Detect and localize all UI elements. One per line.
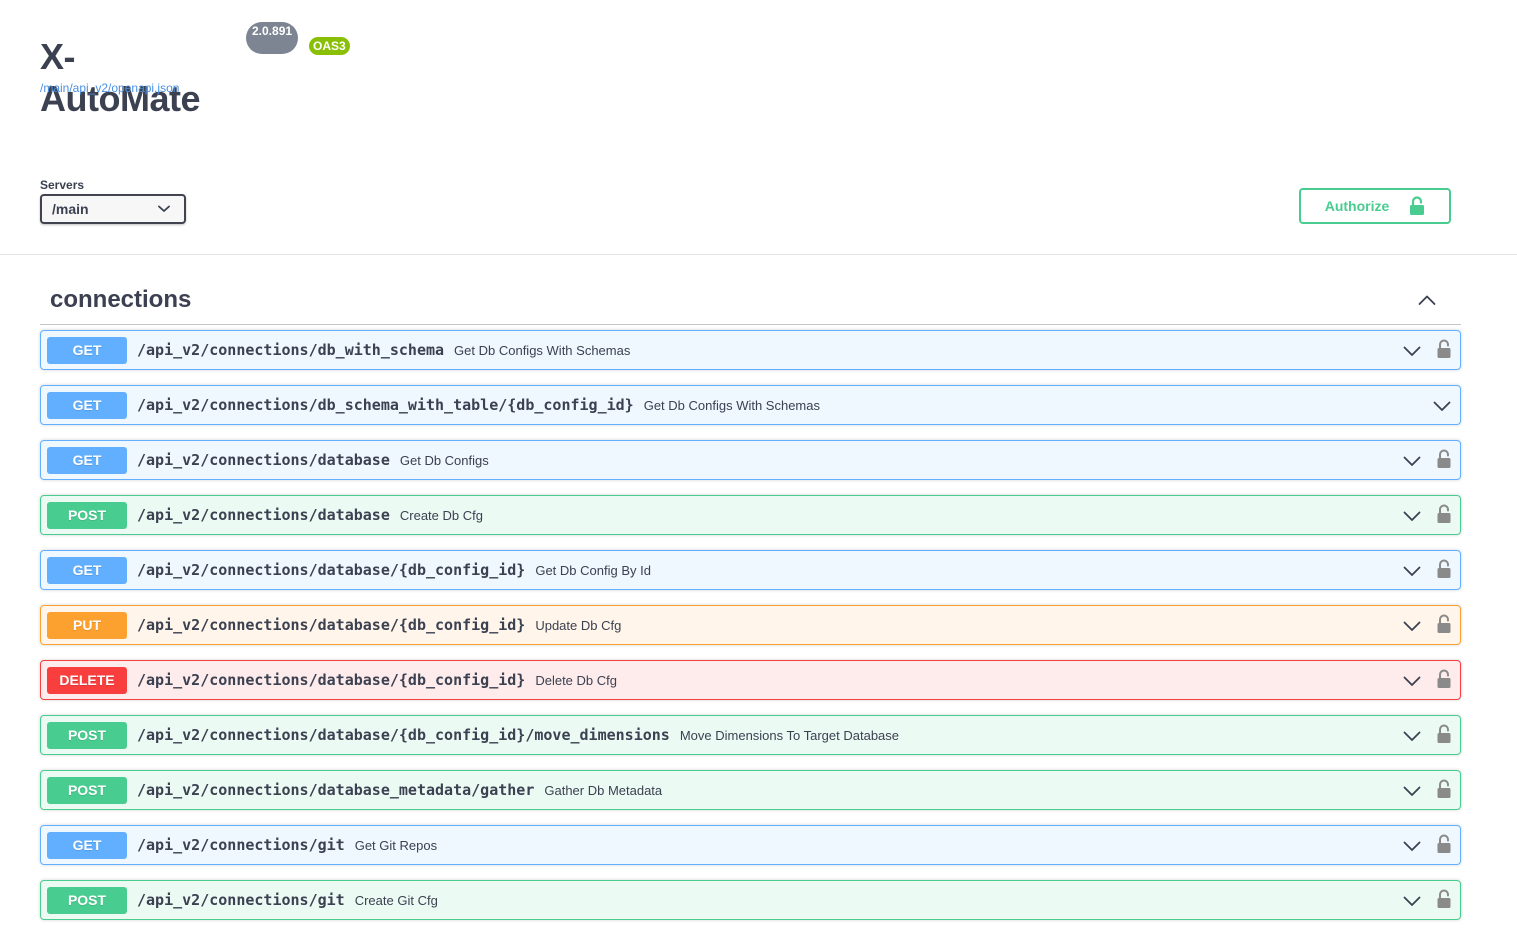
unlock-icon: [1410, 196, 1425, 215]
header-divider: [0, 254, 1517, 255]
chevron-down-icon[interactable]: [1402, 671, 1422, 691]
unlock-icon[interactable]: [1436, 449, 1452, 469]
tag-header-connections[interactable]: connections: [40, 275, 1461, 325]
chevron-down-icon[interactable]: [1402, 341, 1422, 361]
operation-post[interactable]: POST/api_v2/connections/database_metadat…: [40, 770, 1461, 810]
chevron-down-icon[interactable]: [1402, 451, 1422, 471]
operation-path: /api_v2/connections/database_metadata/ga…: [137, 781, 535, 799]
operation-summary: Move Dimensions To Target Database: [679, 727, 900, 743]
openapi-spec-link[interactable]: /main/api_v2/openapi.json: [40, 81, 180, 95]
authorize-label: Authorize: [1324, 198, 1390, 214]
method-badge: PUT: [47, 611, 127, 639]
unlock-icon[interactable]: [1436, 889, 1452, 909]
unlock-icon[interactable]: [1436, 669, 1452, 689]
unlock-icon[interactable]: [1436, 779, 1452, 799]
unlock-icon[interactable]: [1436, 339, 1452, 359]
operation-summary: Create Db Cfg: [399, 507, 483, 523]
operation-get[interactable]: GET/api_v2/connections/db_with_schema Get…: [40, 330, 1461, 370]
chevron-down-icon[interactable]: [1402, 836, 1422, 856]
operation-summary: Get Git Repos: [354, 837, 438, 853]
servers-section: Servers /main: [40, 178, 186, 224]
operation-path: /api_v2/connections/db_with_schema: [137, 341, 445, 359]
operation-path: /api_v2/connections/database: [137, 451, 390, 469]
method-badge: GET: [47, 556, 127, 584]
oas-badge: OAS3: [309, 37, 350, 55]
chevron-down-icon[interactable]: [1402, 781, 1422, 801]
method-badge: POST: [47, 776, 127, 804]
operation-path: /api_v2/connections/git: [137, 836, 345, 854]
operation-summary: Update Db Cfg: [535, 617, 622, 633]
operation-path: /api_v2/connections/git: [137, 891, 345, 909]
chevron-up-icon[interactable]: [1417, 290, 1437, 310]
server-select[interactable]: /main: [40, 194, 186, 224]
operation-path: /api_v2/connections/database/{db_config_…: [137, 726, 670, 744]
unlock-icon[interactable]: [1436, 724, 1452, 744]
unlock-icon[interactable]: [1436, 504, 1452, 524]
operation-post[interactable]: POST/api_v2/connections/git Create Git Cf…: [40, 880, 1461, 920]
operation-path: /api_v2/connections/db_schema_with_table…: [137, 396, 634, 414]
operation-summary: Get Db Config By Id: [535, 562, 651, 578]
operation-put[interactable]: PUT/api_v2/connections/database/{db_conf…: [40, 605, 1461, 645]
method-badge: GET: [47, 446, 127, 474]
authorize-button[interactable]: Authorize: [1299, 188, 1451, 224]
unlock-icon[interactable]: [1436, 834, 1452, 854]
method-badge: POST: [47, 886, 127, 914]
operation-post[interactable]: POST/api_v2/connections/database/{db_con…: [40, 715, 1461, 755]
method-badge: DELETE: [47, 666, 127, 694]
operation-path: /api_v2/connections/database/{db_config_…: [137, 616, 526, 634]
operation-get[interactable]: GET/api_v2/connections/database Get Db Co…: [40, 440, 1461, 480]
chevron-down-icon[interactable]: [1402, 561, 1422, 581]
version-badge: 2.0.891: [246, 22, 299, 54]
operation-summary: Get Db Configs With Schemas: [643, 397, 820, 413]
operation-get[interactable]: GET/api_v2/connections/database/{db_conf…: [40, 550, 1461, 590]
operation-summary: Create Git Cfg: [354, 892, 438, 908]
operation-path: /api_v2/connections/database: [137, 506, 390, 524]
operation-summary: Delete Db Cfg: [535, 672, 617, 688]
server-select-value: /main: [52, 201, 89, 217]
method-badge: GET: [47, 391, 127, 419]
chevron-down-icon[interactable]: [1402, 891, 1422, 911]
method-badge: GET: [47, 831, 127, 859]
method-badge: POST: [47, 501, 127, 529]
tag-title: connections: [50, 285, 192, 313]
operation-path: /api_v2/connections/database/{db_config_…: [137, 671, 526, 689]
operation-get[interactable]: GET/api_v2/connections/git Get Git Repos: [40, 825, 1461, 865]
chevron-down-icon[interactable]: [1402, 506, 1422, 526]
operation-post[interactable]: POST/api_v2/connections/database Create D…: [40, 495, 1461, 535]
servers-label: Servers: [40, 178, 85, 192]
chevron-down-icon[interactable]: [1402, 616, 1422, 636]
chevron-down-icon: [158, 205, 170, 212]
operation-delete[interactable]: DELETE/api_v2/connections/database/{db_c…: [40, 660, 1461, 700]
chevron-down-icon[interactable]: [1432, 396, 1452, 416]
method-badge: POST: [47, 721, 127, 749]
operation-summary: Get Db Configs: [399, 452, 489, 468]
operation-summary: Gather Db Metadata: [544, 782, 663, 798]
chevron-down-icon[interactable]: [1402, 726, 1422, 746]
unlock-icon[interactable]: [1436, 559, 1452, 579]
operation-get[interactable]: GET/api_v2/connections/db_schema_with_ta…: [40, 385, 1461, 425]
operation-path: /api_v2/connections/database/{db_config_…: [137, 561, 526, 579]
method-badge: GET: [47, 336, 127, 364]
unlock-icon[interactable]: [1436, 614, 1452, 634]
api-title: X-AutoMate: [40, 36, 201, 119]
operation-summary: Get Db Configs With Schemas: [454, 342, 631, 358]
